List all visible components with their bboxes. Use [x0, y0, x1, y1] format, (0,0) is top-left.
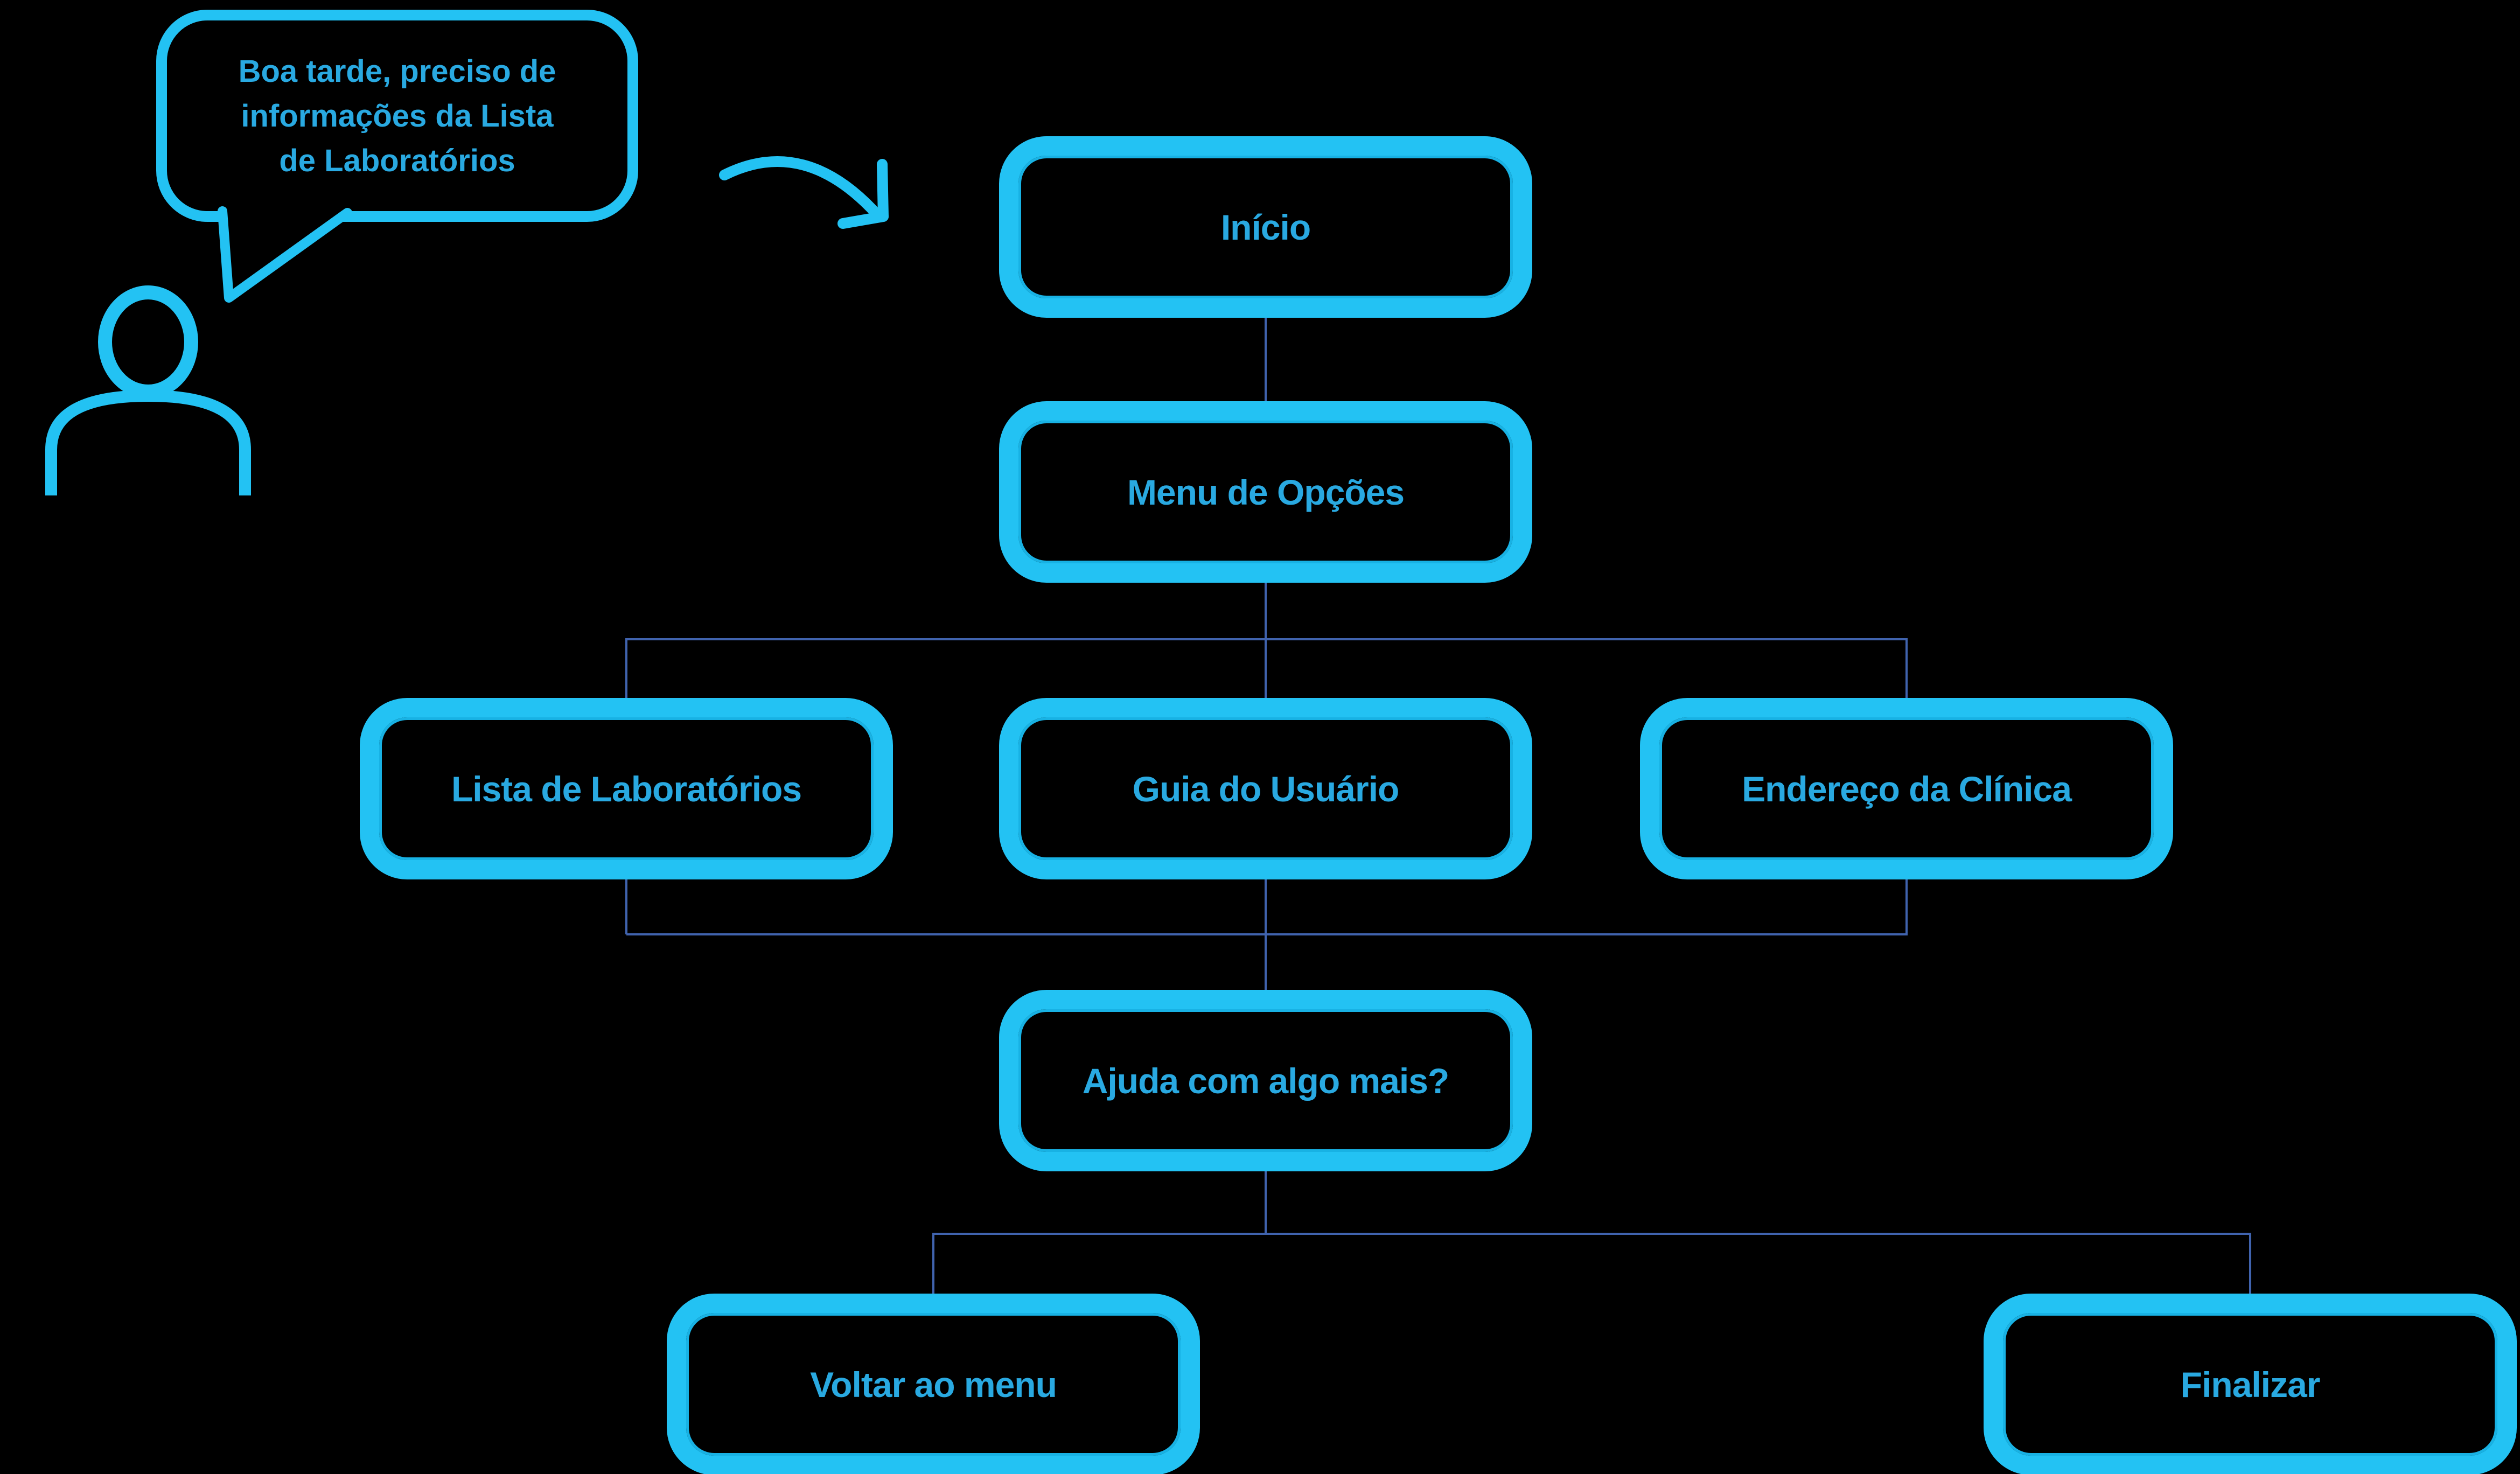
speech-bubble-text-line: informações da Lista	[241, 98, 554, 134]
node-label: Ajuda com algo mais?	[1082, 1060, 1449, 1101]
connector-guia-merge	[1265, 878, 1267, 934]
node-inicio: Início	[999, 136, 1532, 318]
node-label: Guia do Usuário	[1132, 769, 1400, 809]
speech-bubble: Boa tarde, preciso de informações da Lis…	[156, 10, 638, 222]
connector-drop-finalizar	[2249, 1233, 2251, 1295]
connector-inicio-menu	[1265, 317, 1267, 402]
node-endereco-da-clinica: Endereço da Clínica	[1640, 698, 2173, 879]
connector-merge-ajuda	[1265, 933, 1267, 991]
node-lista-de-laboratorios: Lista de Laboratórios	[360, 698, 893, 879]
node-label: Finalizar	[2180, 1364, 2321, 1405]
speech-bubble-tail	[218, 206, 352, 303]
connector-drop-guia	[1265, 638, 1267, 699]
connector-drop-voltar	[932, 1233, 934, 1295]
connector-endereco-merge	[1905, 878, 1908, 934]
node-voltar-ao-menu: Voltar ao menu	[667, 1294, 1200, 1474]
node-label: Início	[1220, 207, 1311, 247]
connector-drop-lista	[625, 638, 627, 699]
connector-bottom-branch	[933, 1233, 2251, 1235]
node-label: Voltar ao menu	[810, 1364, 1057, 1405]
node-label: Endereço da Clínica	[1742, 769, 2072, 809]
node-label: Lista de Laboratórios	[451, 769, 802, 809]
node-menu-de-opcoes: Menu de Opções	[999, 401, 1532, 583]
connector-lista-merge	[625, 878, 627, 934]
connector-branch-top	[626, 638, 1908, 640]
connector-drop-endereco	[1905, 638, 1908, 699]
speech-bubble-text-line: Boa tarde, preciso de	[238, 53, 556, 89]
node-ajuda-com-algo-mais: Ajuda com algo mais?	[999, 990, 1532, 1171]
person-icon	[45, 285, 251, 495]
speech-bubble-text-line: de Laboratórios	[279, 143, 515, 178]
node-guia-do-usuario: Guia do Usuário	[999, 698, 1532, 879]
node-label: Menu de Opções	[1127, 472, 1405, 512]
connector-ajuda-branch	[1265, 1170, 1267, 1234]
node-finalizar: Finalizar	[1984, 1294, 2517, 1474]
curved-arrow-icon	[719, 156, 889, 229]
connector-branch-bottom	[626, 933, 1908, 935]
connector-menu-branch	[1265, 583, 1267, 640]
